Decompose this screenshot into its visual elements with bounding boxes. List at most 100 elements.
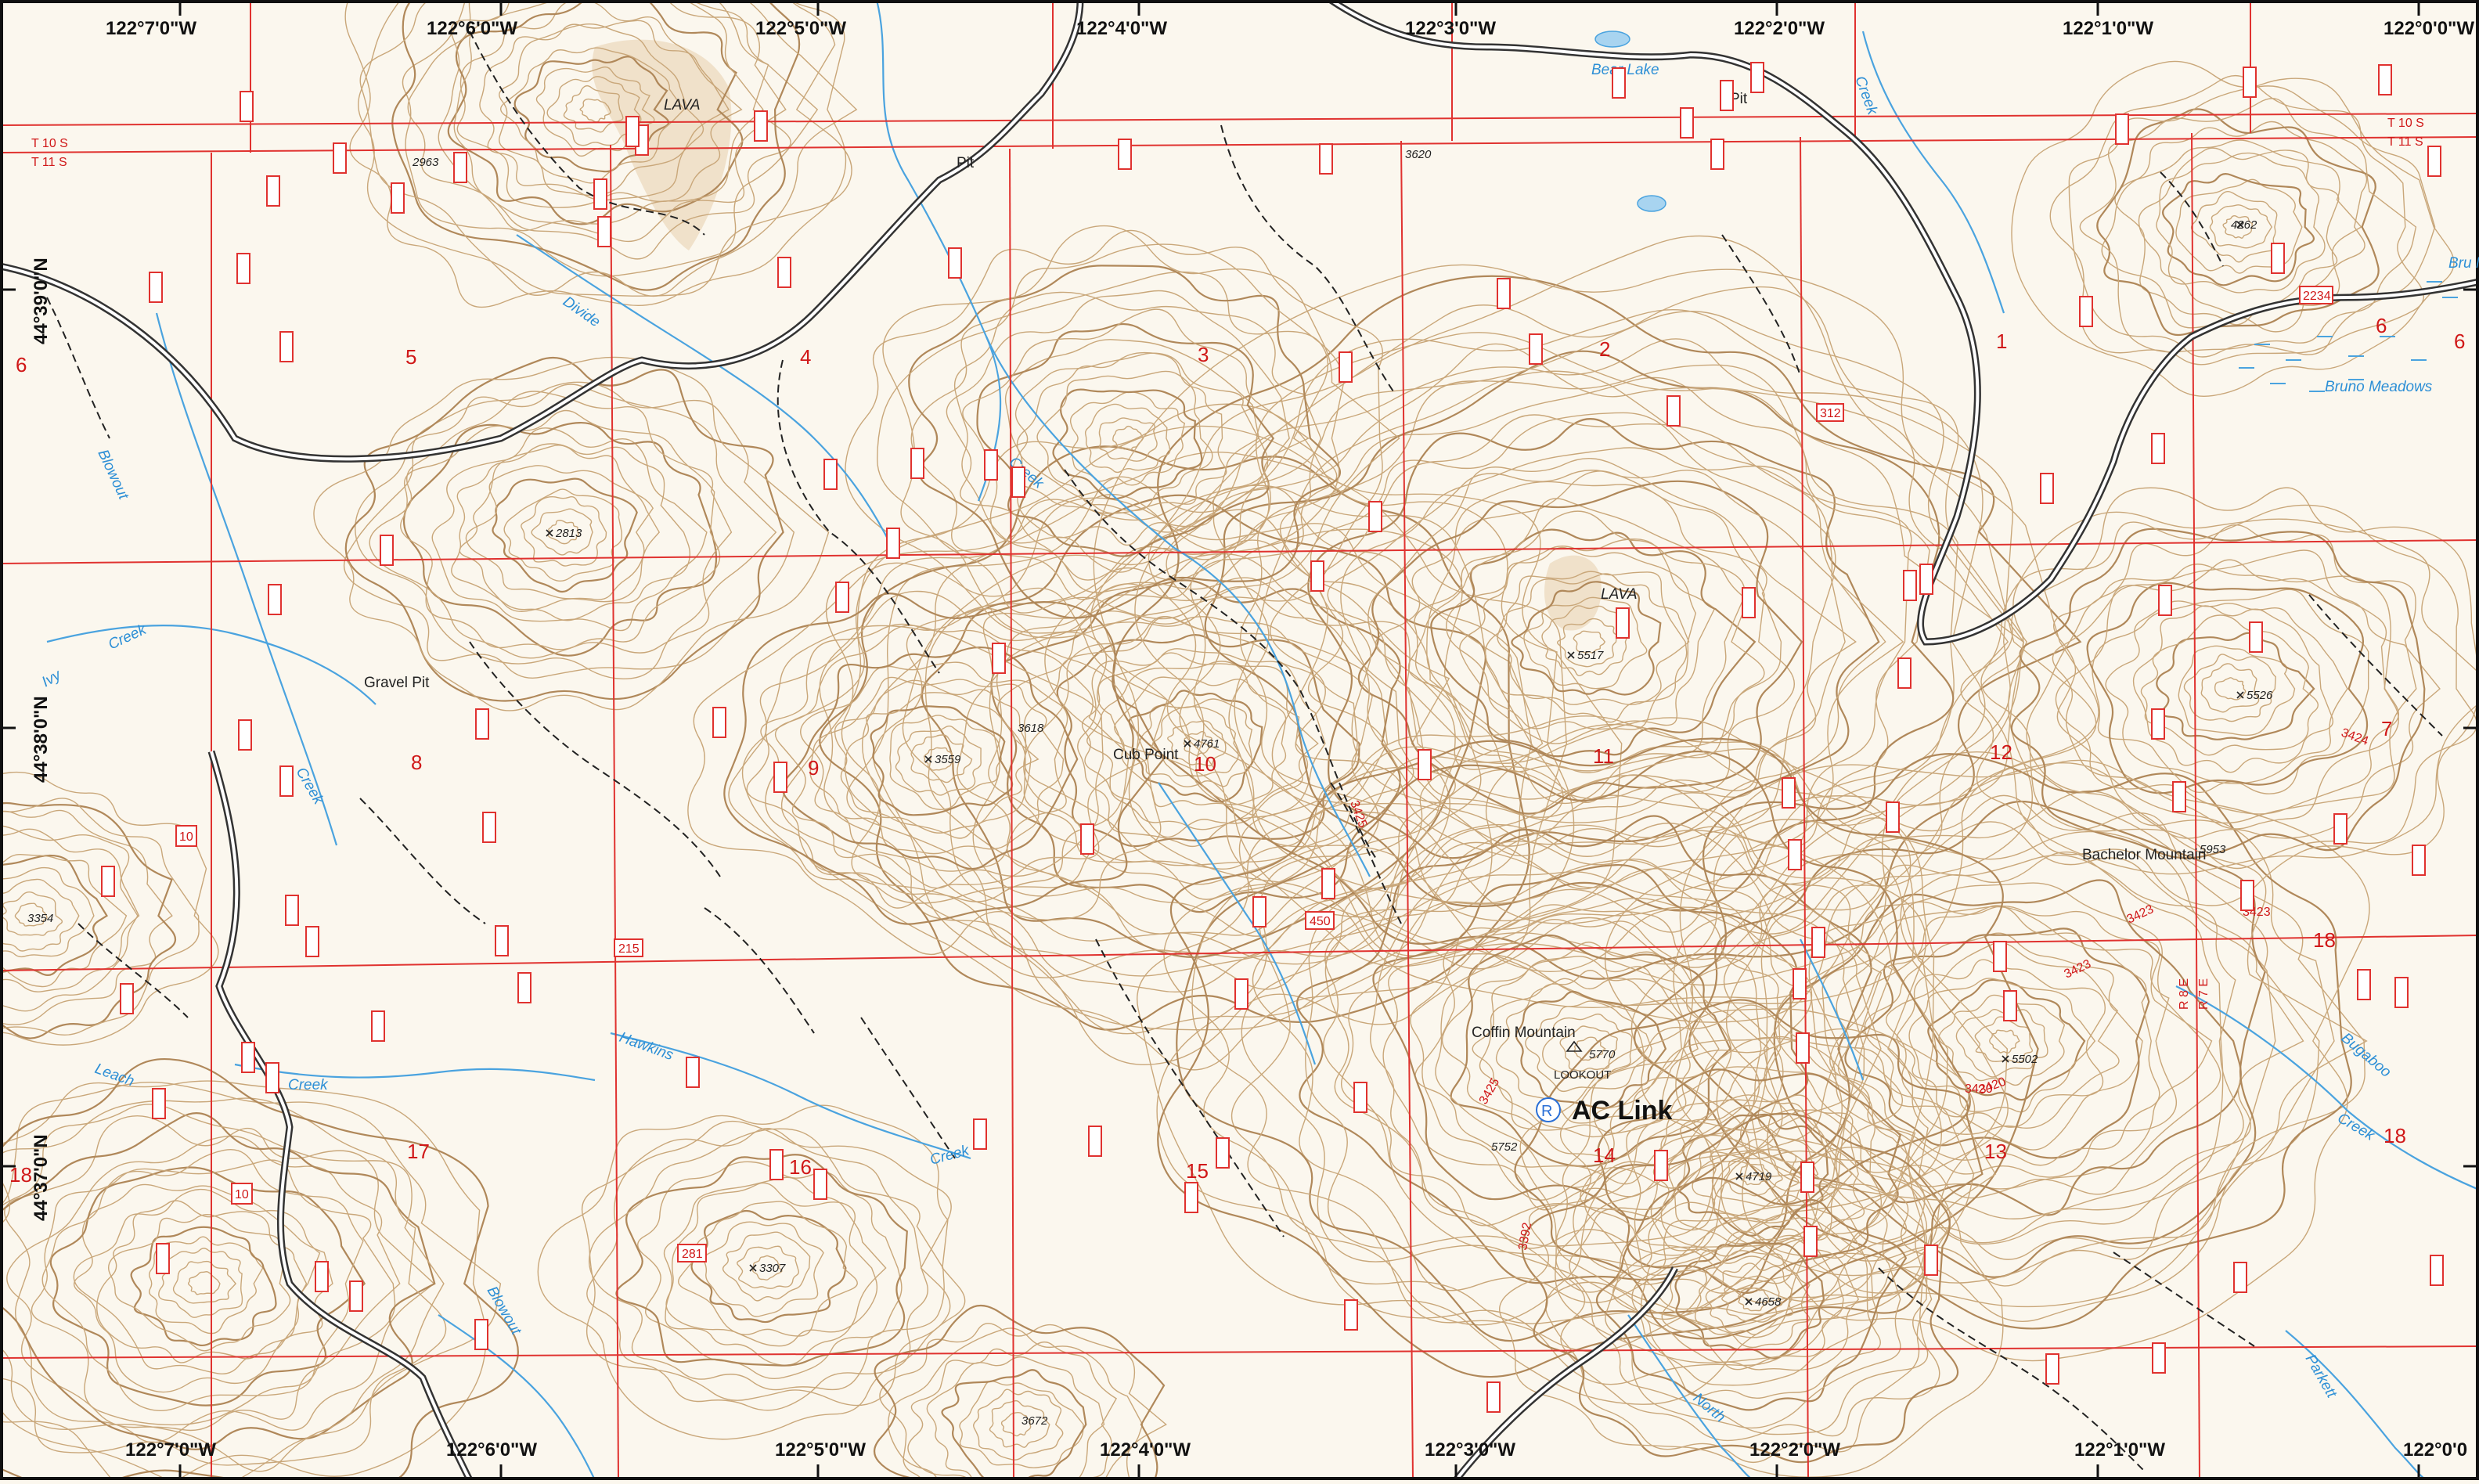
section-number: 17	[407, 1140, 430, 1163]
contour-line	[158, 1248, 243, 1318]
road-marker	[305, 926, 319, 957]
contour-line	[453, 0, 764, 232]
contour-line	[1000, 1411, 1032, 1437]
contour-line	[499, 23, 704, 196]
range-label: R 8 E	[2178, 978, 2191, 1010]
road-shield: 281	[677, 1244, 707, 1262]
road-marker	[1418, 749, 1432, 780]
ac-link-label[interactable]: AC Link	[1572, 1096, 1673, 1126]
contour-line	[1212, 343, 2009, 933]
contour-line	[941, 1369, 1087, 1484]
spot-elevation: 3559	[935, 753, 961, 766]
contour-line	[1446, 538, 1716, 744]
road-marker	[1803, 1226, 1818, 1257]
contour-line	[1069, 391, 1186, 486]
road-number: 3420	[1965, 1082, 1993, 1096]
road-marker	[2151, 433, 2165, 464]
road-marker	[1344, 1299, 1358, 1331]
contour-line	[895, 726, 982, 796]
contour-line	[1136, 698, 1253, 787]
road-marker	[1310, 560, 1324, 592]
contour-line	[2105, 600, 2348, 784]
contour-line	[1023, 616, 1389, 870]
ac-link-marker[interactable]: R AC Link	[1536, 1096, 1673, 1126]
road-marker	[984, 449, 998, 481]
lon-top-1: 122°7'0"W	[106, 18, 196, 39]
cub-point-label: Cub Point	[1113, 747, 1179, 763]
road-marker	[285, 895, 299, 926]
road-marker	[597, 216, 611, 247]
creek-label: Creek	[288, 1077, 329, 1093]
forest-road-markers	[101, 62, 2444, 1413]
contour-line	[946, 290, 1290, 581]
road-marker	[1886, 801, 1900, 833]
contour-line	[1052, 388, 1203, 500]
road-shield: 2234	[2299, 286, 2333, 304]
road-marker	[236, 253, 250, 284]
road-marker	[2079, 296, 2093, 327]
road-marker	[1339, 351, 1353, 383]
left-latitude-labels: 44°39'0"N 44°38'0"N 44°37'0"N	[31, 258, 52, 1221]
road-shield: 312	[1816, 403, 1844, 422]
contour-line	[1595, 1176, 1908, 1411]
road-marker	[1793, 968, 1807, 1000]
lon-top-2: 122°6'0"W	[427, 18, 517, 39]
coffin-mountain-label: Coffin Mountain	[1472, 1025, 1576, 1041]
road-marker	[2249, 621, 2263, 653]
spot-elevation: 5502	[2012, 1053, 2038, 1066]
contour-line	[1459, 546, 1697, 730]
contour-line	[358, 0, 852, 297]
contour-line	[2178, 645, 2296, 737]
contour-line	[1252, 794, 1903, 1303]
contour-line	[343, 381, 795, 679]
road-marker	[2430, 1255, 2444, 1286]
contour-line	[6, 1135, 401, 1432]
contour-line	[407, 0, 791, 260]
road-marker	[149, 272, 163, 303]
contour-line	[1230, 769, 1948, 1326]
contour-line	[2200, 663, 2260, 713]
contour-line	[1573, 630, 1606, 654]
road-marker	[240, 91, 254, 122]
streams	[46, 0, 2479, 1481]
contour-line	[1597, 1068, 1901, 1294]
contour-line	[1375, 470, 1795, 803]
contour-line	[873, 497, 1544, 990]
contour-line	[1519, 1008, 1997, 1364]
road-marker	[238, 719, 252, 751]
road-marker	[517, 972, 531, 1003]
section-number: 9	[808, 756, 819, 780]
contour-line	[1239, 364, 1958, 922]
contour-line	[1090, 309, 2033, 1023]
contour-line	[1367, 458, 1857, 818]
contour-line	[0, 866, 95, 958]
section-number: 18	[2384, 1124, 2406, 1147]
contour-line	[1011, 352, 1259, 533]
contour-line	[1112, 425, 1144, 451]
contour-line	[910, 734, 973, 783]
contour-line	[4, 1115, 435, 1443]
contour-line	[1341, 859, 1843, 1231]
lava-label: LAVA	[664, 97, 701, 113]
lon-top-7: 122°1'0"W	[2063, 18, 2153, 39]
township-label: T 11 S	[2387, 135, 2423, 149]
contour-line	[149, 1236, 264, 1335]
contour-line	[1764, 851, 2224, 1244]
road-number: 2234	[2303, 290, 2331, 303]
contour-line	[355, 384, 777, 680]
road-marker	[2152, 1342, 2166, 1374]
pit-label: Pit	[1730, 91, 1748, 107]
contour-line	[825, 451, 1568, 1065]
road-marker	[886, 528, 900, 559]
lon-bottom-5: 122°3'0"W	[1425, 1439, 1515, 1461]
contour-line	[172, 1260, 237, 1304]
road-marker	[265, 1062, 279, 1093]
contour-line	[31, 1159, 396, 1426]
road-marker	[2378, 64, 2392, 95]
road-marker	[1796, 1032, 1810, 1064]
spot-elevation: 3307	[759, 1262, 786, 1275]
contour-line	[130, 1226, 277, 1347]
road-marker	[1497, 278, 1511, 309]
contour-line	[1557, 618, 1617, 668]
